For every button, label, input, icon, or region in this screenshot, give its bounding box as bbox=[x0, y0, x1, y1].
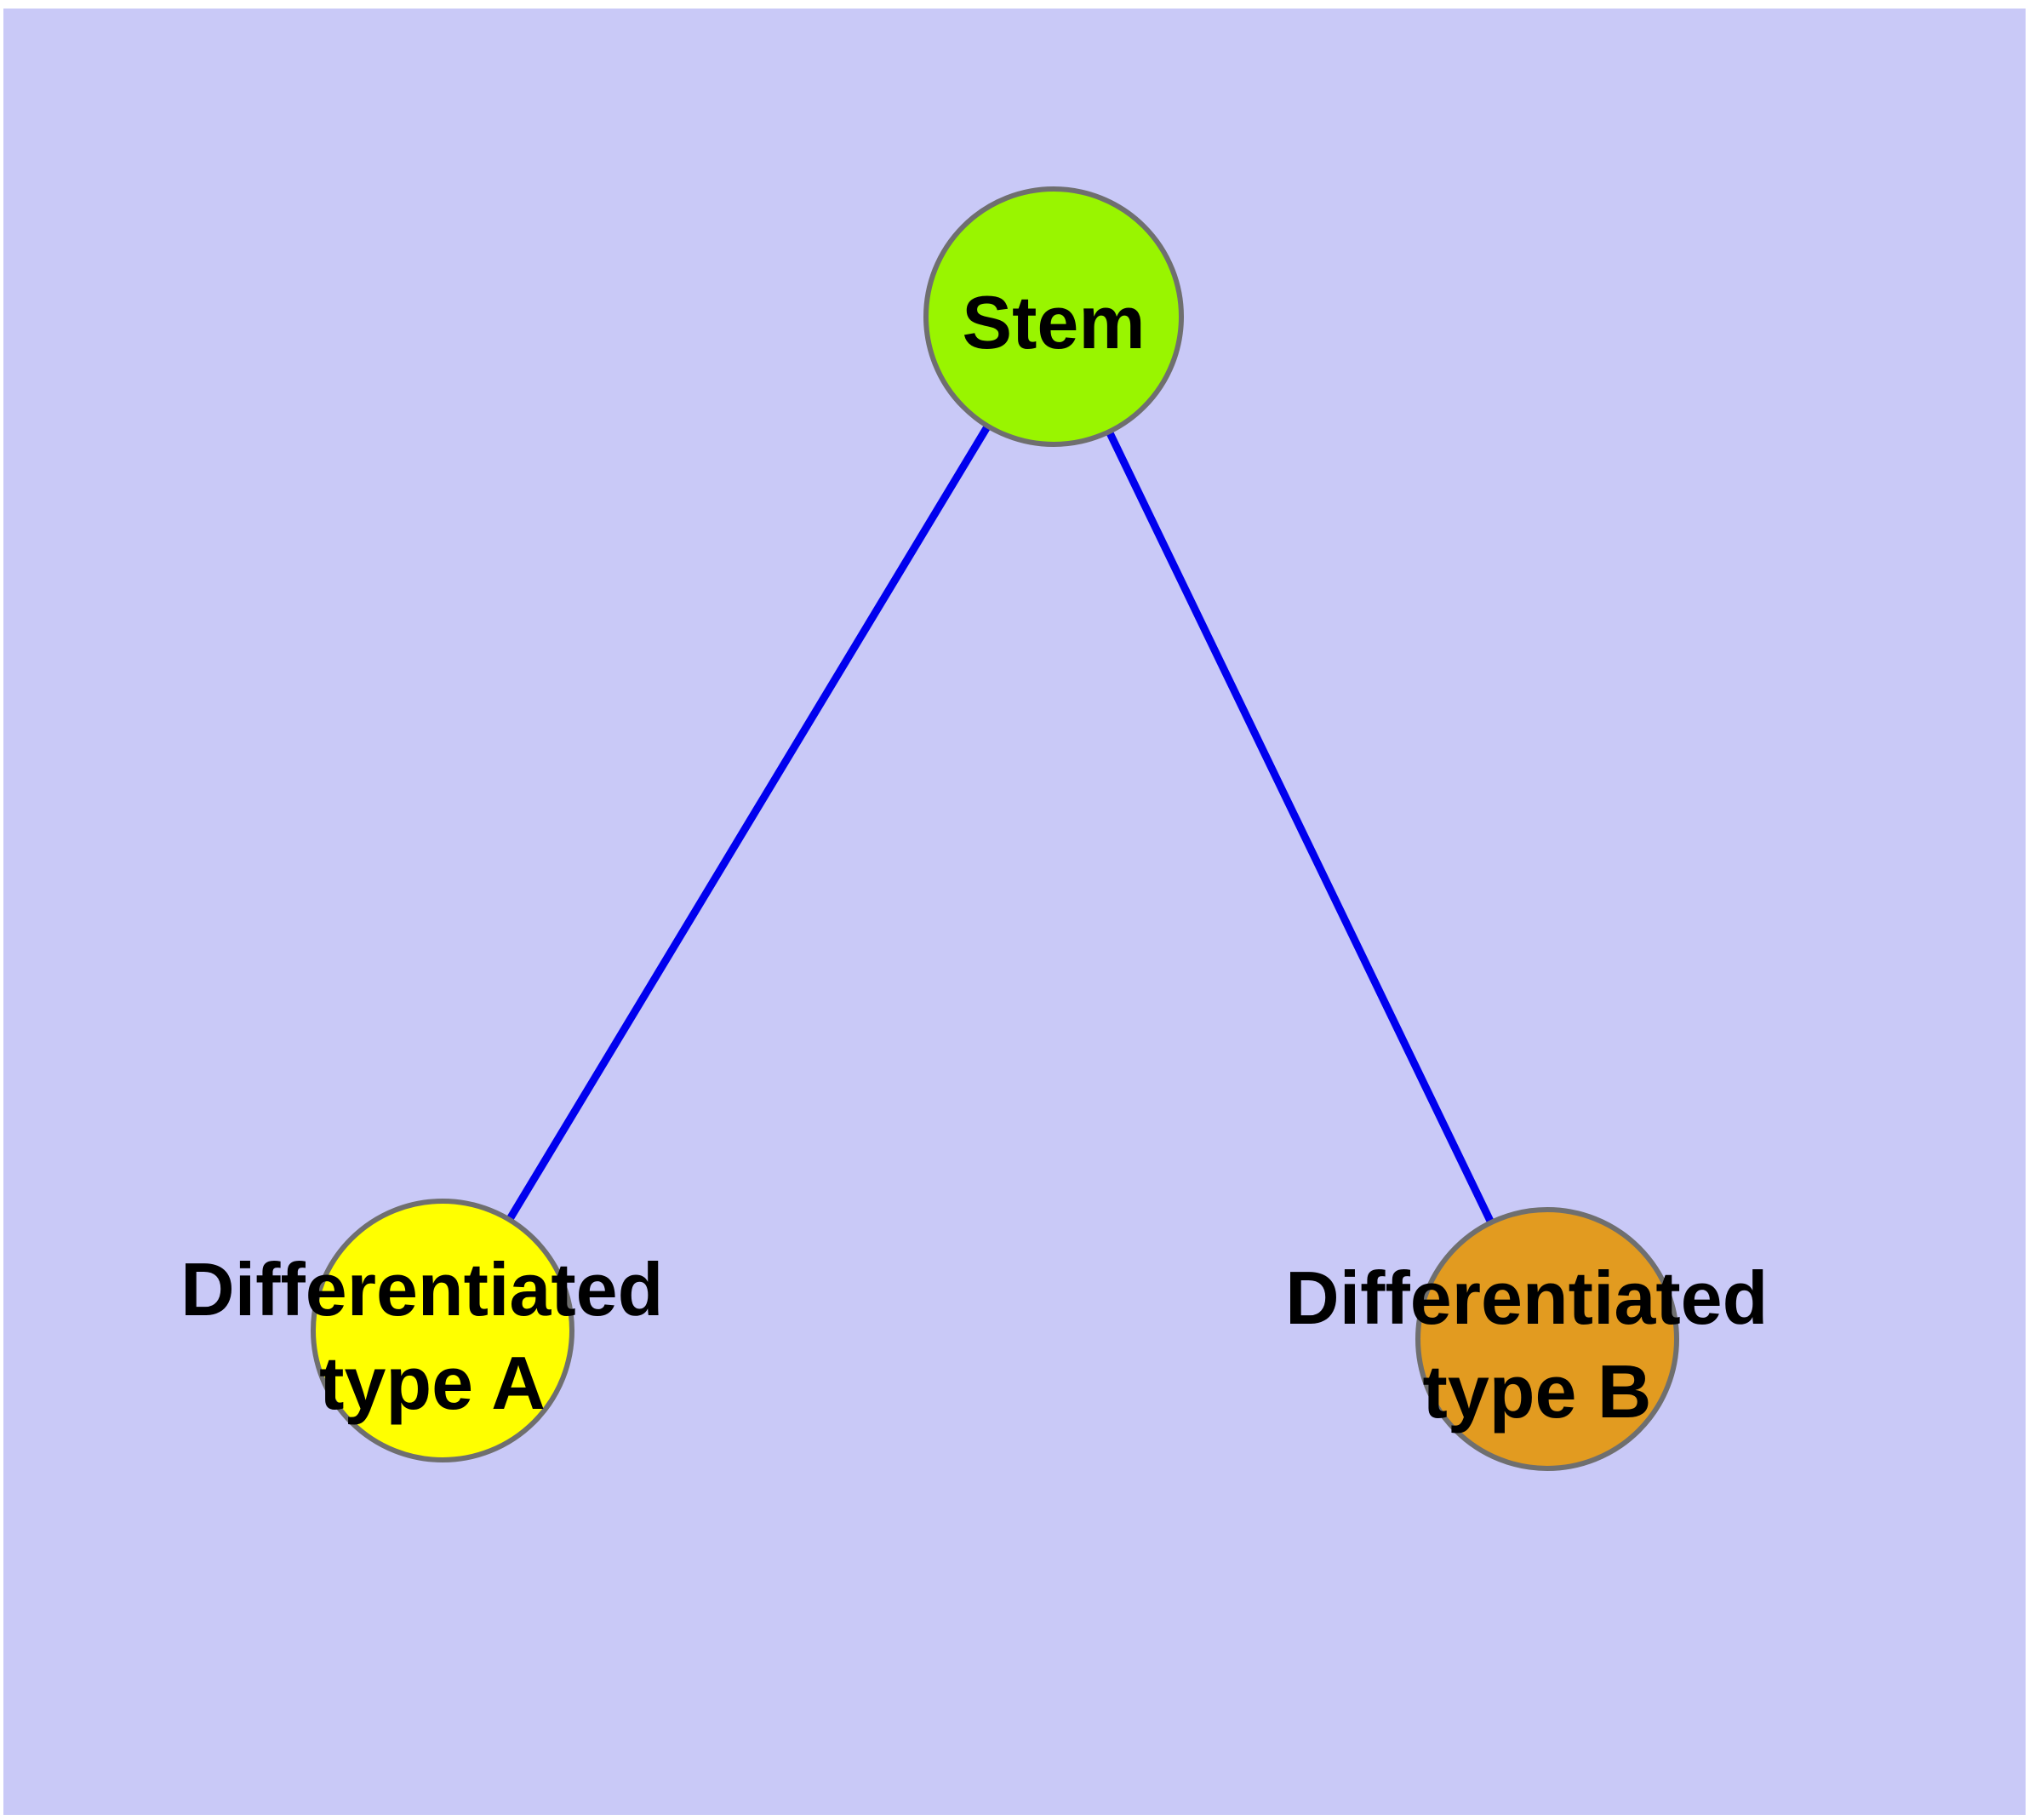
edge-stem-to-type-b bbox=[1049, 315, 1552, 1341]
node-differentiated-type-a-label: Differentiated type A bbox=[180, 1247, 684, 1425]
node-differentiated-type-a-label-line1: Differentiated bbox=[180, 1247, 663, 1331]
node-stem-label: Stem bbox=[962, 280, 1145, 364]
node-differentiated-type-b-circle bbox=[1415, 1207, 1679, 1471]
node-differentiated-type-b-label-line1: Differentiated bbox=[1285, 1256, 1768, 1340]
edge-stem-to-type-a bbox=[439, 314, 1057, 1333]
node-differentiated-type-b-label-line2: type B bbox=[1423, 1349, 1652, 1434]
node-differentiated-type-a-label-line2: type A bbox=[319, 1341, 546, 1425]
node-stem-circle bbox=[923, 186, 1184, 447]
node-differentiated-type-b-label: Differentiated type B bbox=[1285, 1256, 1789, 1434]
node-differentiated-type-a-circle bbox=[311, 1199, 574, 1462]
